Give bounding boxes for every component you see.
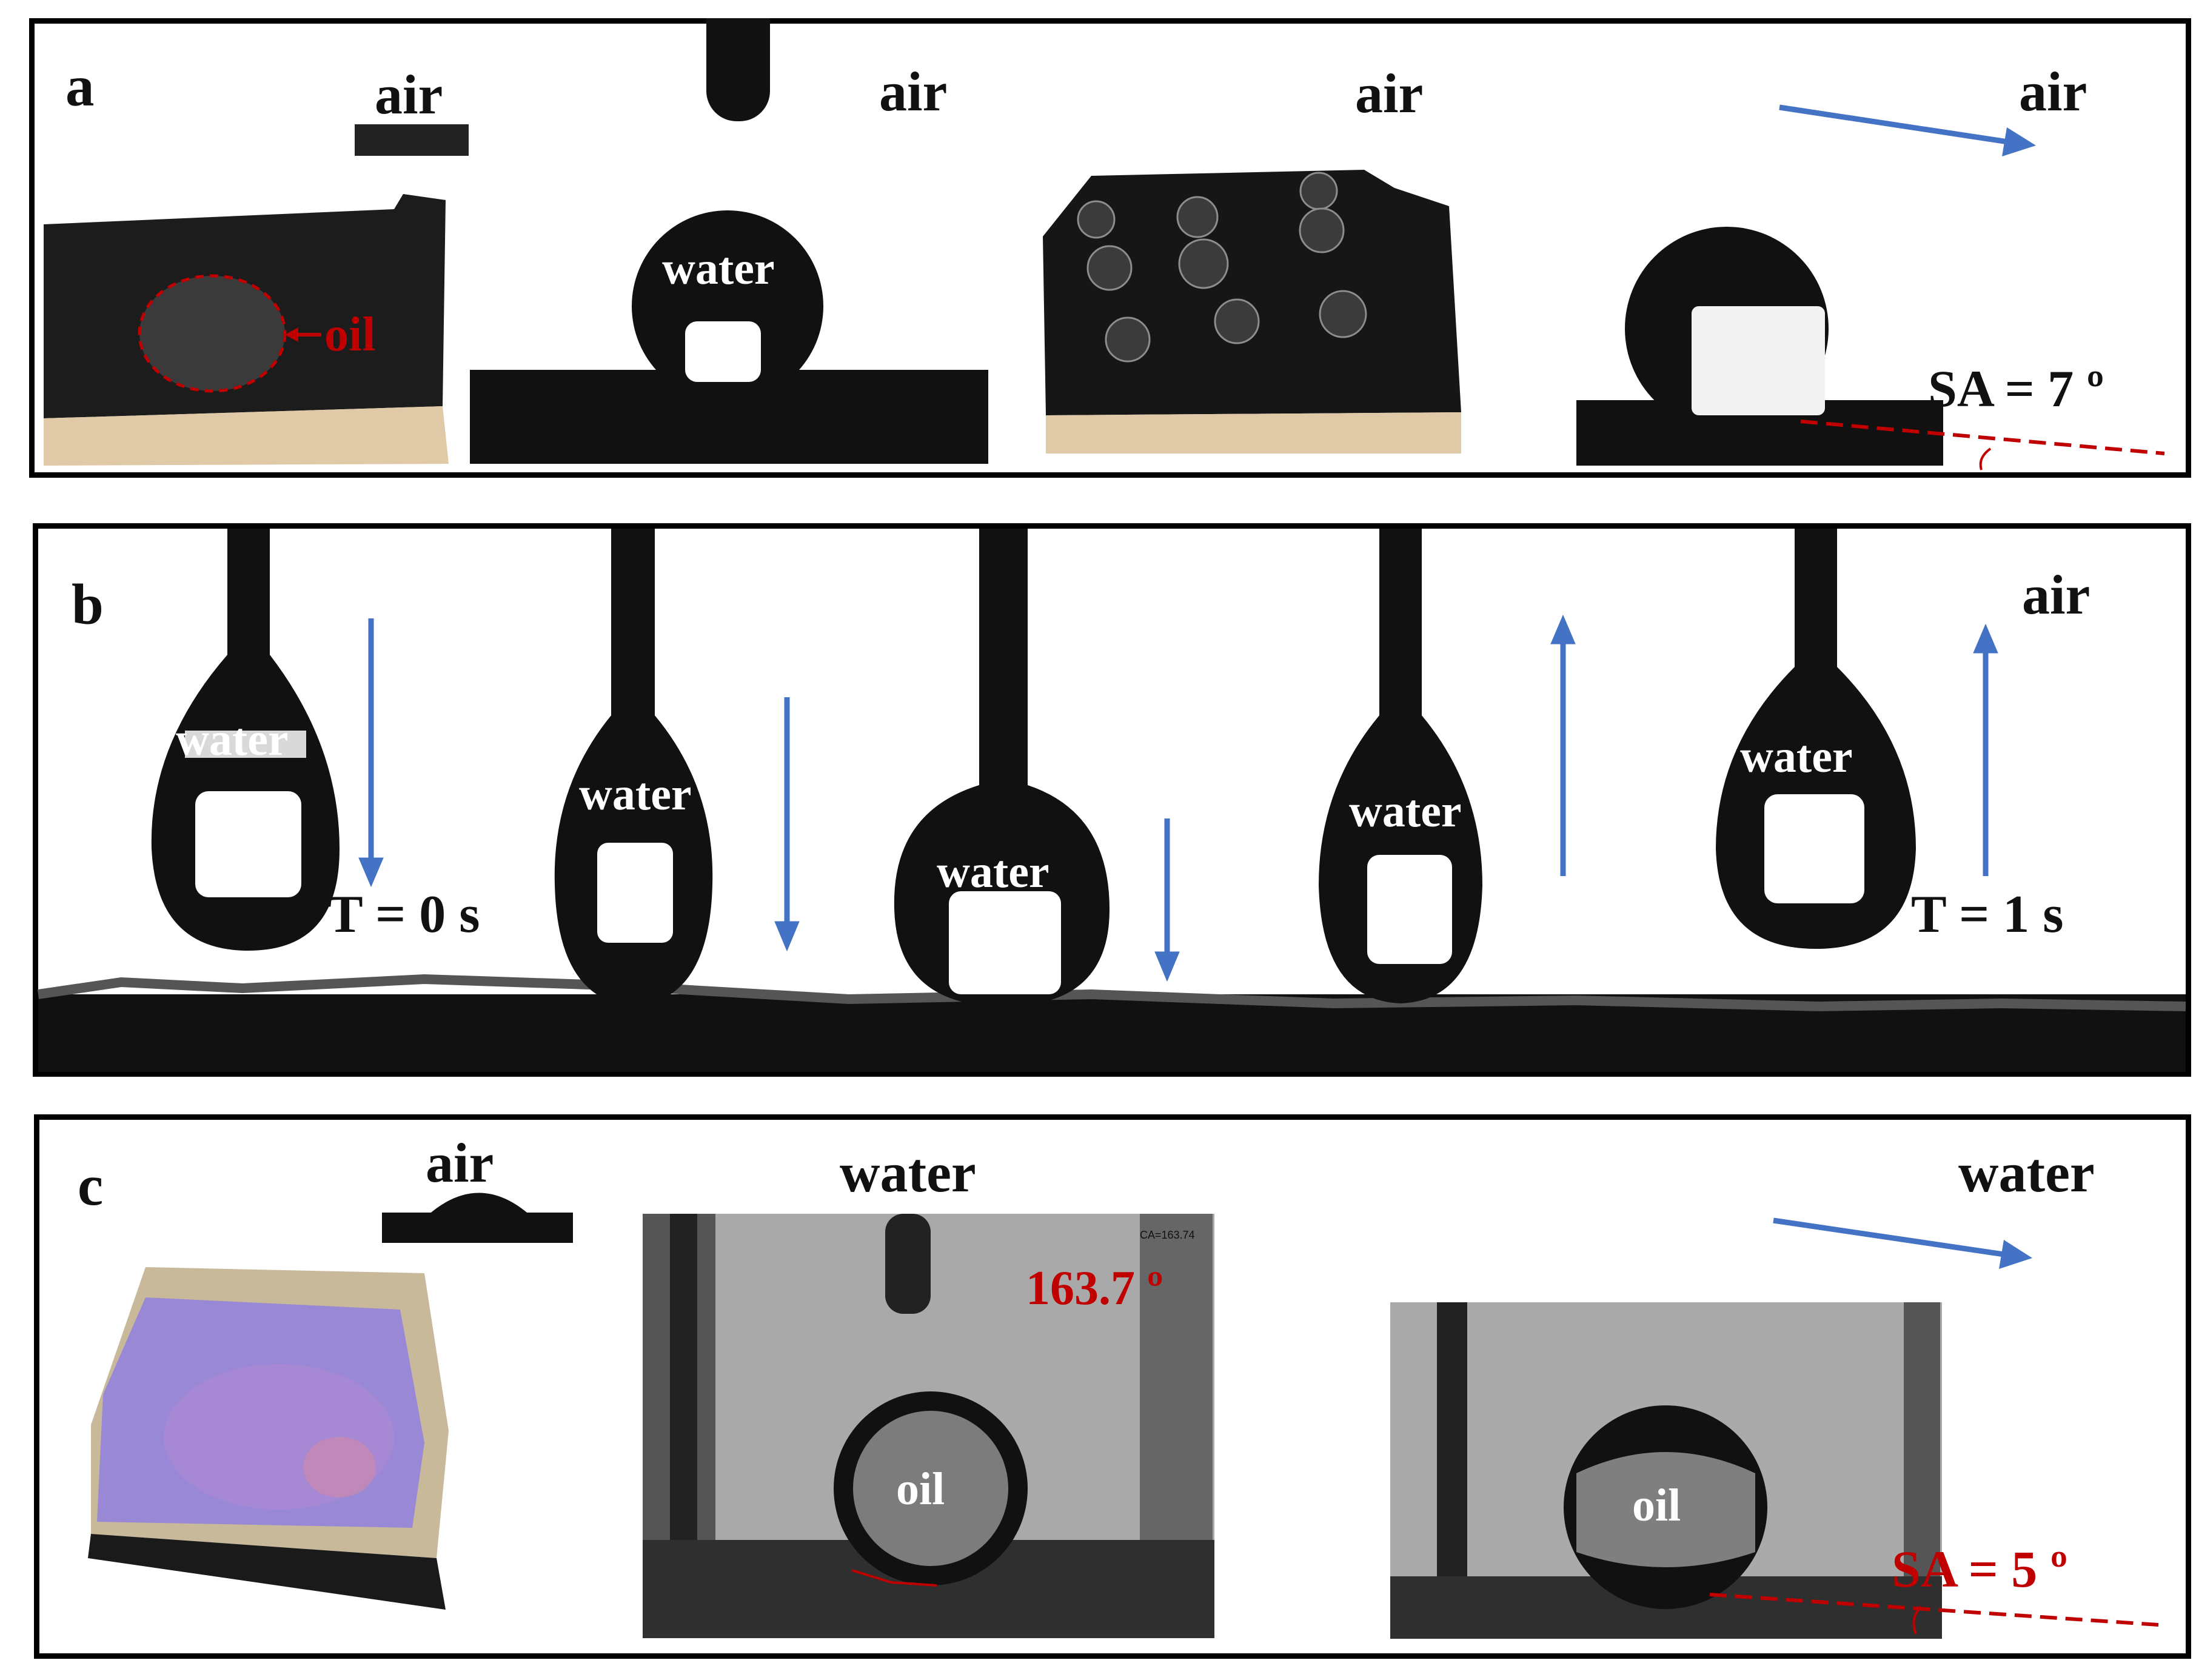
sponge-substrate-b xyxy=(37,974,2186,1072)
water-label-b2: water xyxy=(579,769,692,820)
air-label-b: air xyxy=(2022,564,2091,626)
air-droplet-inset-c xyxy=(382,1193,573,1243)
droplet-b1 xyxy=(151,529,340,951)
arrow-slide-a xyxy=(1779,104,2036,156)
air-droplet-inset-a xyxy=(355,124,469,156)
droplet-b5 xyxy=(1716,529,1916,949)
oil-label-c2: oil xyxy=(1632,1480,1681,1531)
droplet-b3 xyxy=(894,529,1110,1006)
air-label-a4: air xyxy=(2019,61,2087,122)
sa-label-c: SA = 5 º xyxy=(1892,1540,2068,1598)
water-label-b5: water xyxy=(1740,731,1853,782)
water-label-b1: water xyxy=(176,714,289,765)
oil-contact-angle-photo xyxy=(643,1214,1214,1638)
water-label-b4: water xyxy=(1349,786,1462,837)
air-label-a2: air xyxy=(879,61,948,122)
water-label-b3: water xyxy=(937,846,1049,897)
arrow-down-b3 xyxy=(1154,818,1180,982)
arrow-up-b2 xyxy=(1973,623,1998,876)
sa-label-a: SA = 7 º xyxy=(1928,360,2104,418)
time-end-label: T = 1 s xyxy=(1911,885,2064,944)
contact-angle-label: 163.7 º xyxy=(1026,1262,1163,1315)
water-label-c1: water xyxy=(840,1142,976,1203)
sponge-sample-beads xyxy=(1043,170,1461,453)
arrow-down-b1 xyxy=(358,618,384,888)
sponge-sample-underwater xyxy=(88,1267,449,1610)
time-start-label: T = 0 s xyxy=(327,885,480,944)
water-label-c2: water xyxy=(1958,1142,2095,1203)
oil-label-c1: oil xyxy=(896,1464,945,1514)
arrow-slide-c xyxy=(1773,1217,2032,1269)
droplet-b4 xyxy=(1319,529,1482,1003)
sliding-droplet xyxy=(1576,227,2165,470)
air-label-a1: air xyxy=(375,64,443,125)
water-label-a: water xyxy=(662,243,775,294)
panel-a-letter: a xyxy=(65,54,95,118)
arrow-down-b2 xyxy=(774,697,800,952)
oil-label-a: oil xyxy=(324,308,376,361)
sponge-sample-oil xyxy=(44,194,449,466)
water-droplet-contact-angle xyxy=(470,18,988,464)
droplet-b2 xyxy=(554,529,713,1006)
arrow-up-b1 xyxy=(1550,614,1576,876)
air-label-a3: air xyxy=(1355,62,1424,124)
air-label-c: air xyxy=(426,1132,494,1194)
panel-b-letter: b xyxy=(72,572,104,637)
panel-c-letter: c xyxy=(78,1153,104,1217)
contact-angle-readout: CA=163.74 xyxy=(1140,1229,1195,1241)
oil-sliding-photo xyxy=(1390,1302,2159,1639)
